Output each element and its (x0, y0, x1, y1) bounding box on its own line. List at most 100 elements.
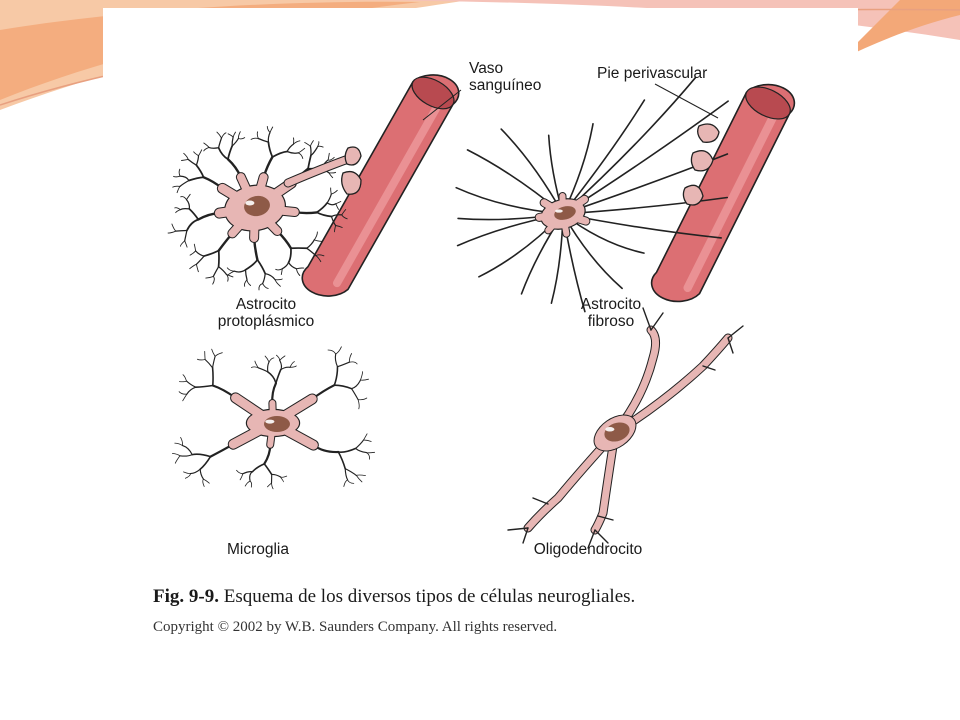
protoplasmic-process (203, 146, 210, 152)
figure-panel: Vaso sanguíneo Pie perivascular Astrocit… (103, 8, 858, 688)
microglia-process (337, 447, 357, 453)
protoplasmic-process (189, 250, 197, 256)
microglia-process (335, 346, 342, 355)
protoplasmic-process (341, 214, 348, 220)
oligodendrocyte-branch (522, 527, 529, 544)
microglia-process (189, 468, 201, 475)
microglia-process (199, 455, 212, 470)
oligodendrocyte-process (611, 334, 732, 437)
blood-vessel-right-opening (745, 86, 791, 120)
protoplasmic-process (237, 137, 246, 140)
protoplasmic-process (258, 283, 264, 291)
protoplasmic-process (335, 225, 343, 228)
microglia-process (186, 386, 197, 395)
microglia-nucleus (264, 416, 290, 432)
protoplasmic-process (189, 263, 197, 270)
microglia-process (360, 371, 364, 381)
protoplasmic-process (195, 255, 205, 265)
microglia-process (271, 482, 274, 490)
microglia-process (184, 473, 191, 479)
microglia-process (271, 473, 281, 478)
microglia-process (251, 463, 266, 473)
fibrous-nucleus-highlight (555, 209, 563, 213)
protoplasmic-process (330, 187, 332, 195)
protoplasmic-process (330, 189, 338, 195)
protoplasmic-process (203, 142, 210, 148)
protoplasmic-process (195, 263, 199, 273)
fibrous-astrocyte (455, 76, 796, 313)
protoplasmic-process (335, 201, 342, 205)
perivascular-foot (697, 123, 720, 143)
blood-vessel-left-sheen (332, 94, 447, 288)
caption-text: Esquema de los diversos tipos de células… (218, 586, 636, 607)
microglia-process (174, 442, 184, 447)
protoplasmic-process (306, 239, 316, 249)
microglia-process (204, 358, 214, 369)
protoplasmic-process (296, 268, 301, 276)
protoplasmic-process (179, 179, 190, 188)
microglia-process (333, 384, 353, 390)
microglia-nucleus-highlight (265, 419, 275, 424)
protoplasmic-process (244, 269, 248, 281)
protoplasmic-process (176, 185, 181, 194)
protoplasmic-process (287, 247, 292, 264)
microglia-process (336, 361, 350, 368)
microglia-process (289, 365, 297, 368)
protoplasmic-process (271, 150, 288, 158)
microglia-process (267, 371, 277, 385)
microglia-process (180, 436, 184, 447)
protoplasmic-process (286, 143, 295, 153)
label-astrocito-protoplasmico: Astrocito protoplásmico (181, 296, 351, 330)
protoplasmic-process (184, 229, 188, 242)
microglia-process (348, 353, 353, 363)
microglia-process (212, 355, 216, 369)
protoplasmic-process (184, 240, 188, 248)
protoplasmic-process (217, 266, 228, 276)
protoplasmic-process (243, 279, 248, 287)
microglia-process (334, 353, 339, 368)
protoplasmic-process (257, 137, 270, 143)
protoplasmic-process (267, 131, 271, 143)
protoplasmic-process (188, 208, 200, 221)
label-astrocito-fibroso: Astrocito fibroso (551, 296, 671, 330)
protoplasmic-process (212, 266, 220, 278)
protoplasmic-process (186, 218, 200, 232)
protoplasmic-process (274, 279, 281, 287)
microglia-process (236, 469, 244, 475)
protoplasmic-process (328, 172, 334, 179)
microglia-process (327, 349, 337, 355)
oligodendrocyte-branch (587, 529, 596, 549)
microglia-process (363, 433, 368, 441)
protoplasmic-process (275, 268, 283, 271)
protoplasmic-process (180, 240, 186, 247)
protoplasmic-process (287, 261, 298, 270)
fibrous-process (562, 99, 646, 215)
microglia-process (289, 361, 295, 368)
microglia-process (355, 447, 368, 454)
protoplasmic-process (237, 131, 241, 139)
protoplasmic-process (167, 230, 177, 234)
label-microglia: Microglia (208, 541, 308, 558)
oligodendrocyte-branch (727, 325, 744, 339)
microglia-process (263, 463, 273, 476)
microglia-process (280, 366, 291, 371)
protoplasmic-process (198, 149, 203, 157)
protoplasmic-process (231, 137, 240, 147)
protoplasmic-process (316, 145, 324, 149)
protoplasmic-process (256, 258, 267, 275)
label-pie-perivascular: Pie perivascular (597, 65, 707, 82)
microglia-process (355, 474, 363, 483)
microglia-process (249, 480, 253, 488)
label-pie-text: Pie perivascular (597, 65, 708, 82)
oligodendrocyte-process (524, 429, 619, 532)
microglia-process (171, 452, 181, 457)
protoplasmic-process (179, 207, 190, 211)
protoplasmic-process (315, 254, 325, 257)
label-vaso-sanguineo: Vaso sanguíneo (469, 60, 541, 94)
protoplasmic-process (180, 196, 187, 201)
protoplasmic-process (233, 269, 247, 273)
protoplasmic-process (194, 250, 205, 257)
protoplasmic-process (309, 145, 312, 157)
protoplasmic-process (286, 150, 299, 154)
